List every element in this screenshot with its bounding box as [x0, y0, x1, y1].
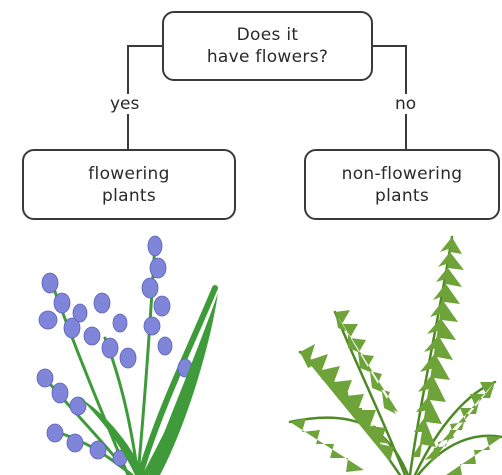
question-line-1: Does it [237, 24, 299, 46]
fern-icon [280, 232, 502, 475]
bluebell-flower-icon [20, 228, 250, 475]
flowering-plants-node: flowering plants [22, 149, 236, 220]
non-flowering-plants-node: non-flowering plants [304, 149, 500, 220]
no-edge-label: no [393, 94, 418, 114]
non-flowering-line-2: plants [375, 185, 429, 207]
flowering-line-1: flowering [88, 163, 169, 185]
question-node: Does it have flowers? [162, 11, 373, 81]
flowering-line-2: plants [102, 185, 156, 207]
yes-edge-label: yes [108, 94, 141, 114]
non-flowering-line-1: non-flowering [342, 163, 463, 185]
question-line-2: have flowers? [207, 46, 328, 68]
